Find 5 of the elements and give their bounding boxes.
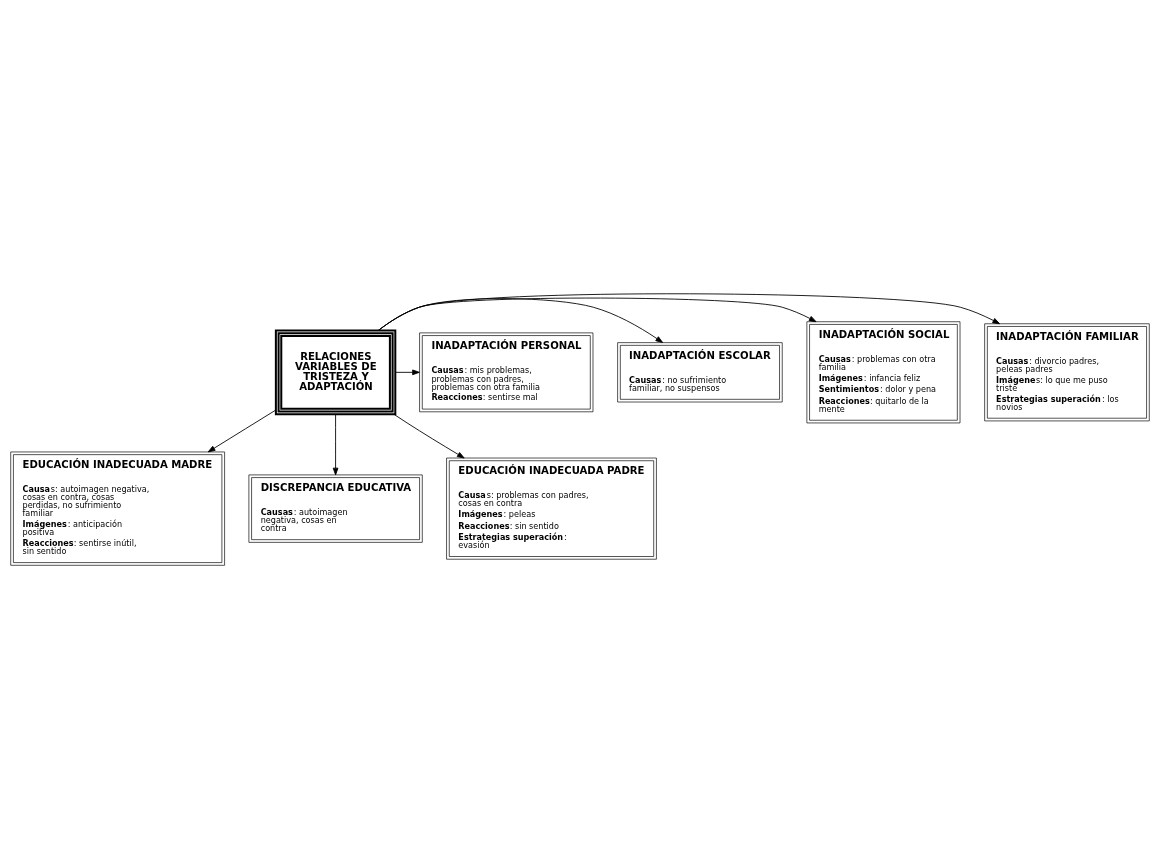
arrow — [377, 292, 1000, 331]
arrow — [207, 409, 277, 452]
arrow — [395, 369, 420, 375]
arrow — [332, 413, 339, 475]
arrow — [393, 413, 465, 458]
